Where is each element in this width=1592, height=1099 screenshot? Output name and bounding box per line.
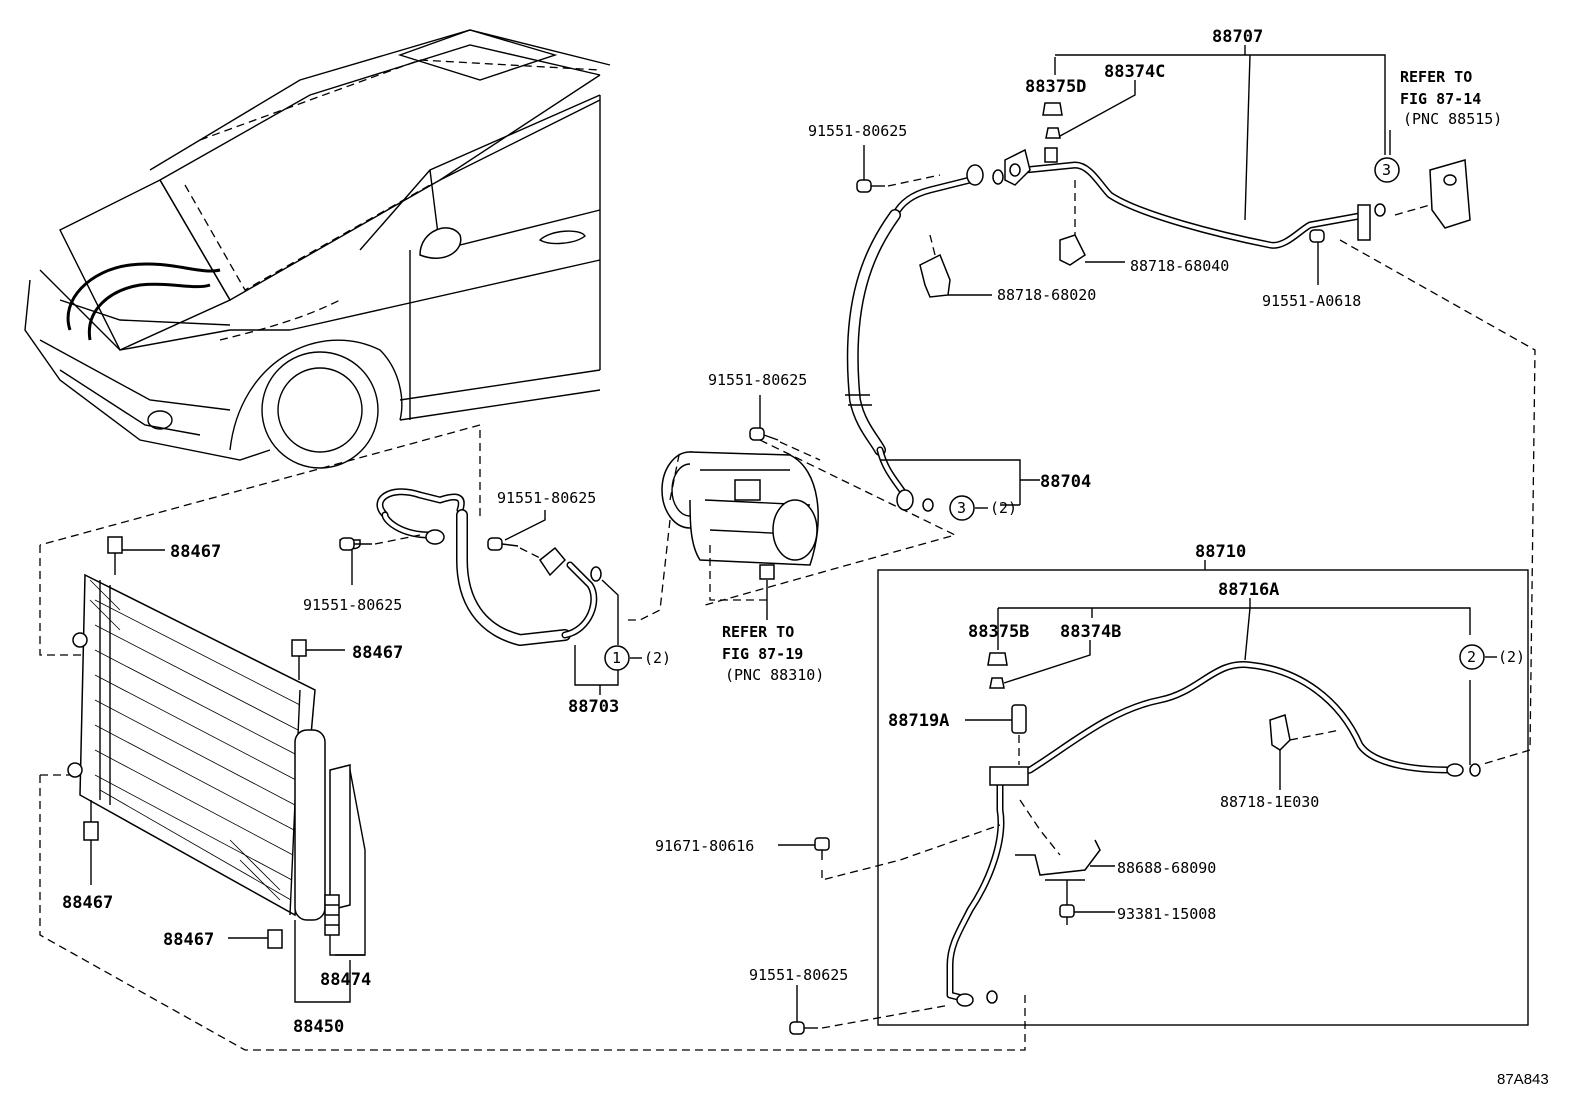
- drawing-code: 87A843: [1497, 1071, 1549, 1088]
- callout-3b-qty: (2): [990, 499, 1017, 517]
- callout-3a-number: 3: [1382, 161, 1391, 179]
- cooler-pipe-88707: [1004, 45, 1536, 766]
- label-91551-80625-hose: 91551-80625: [497, 489, 596, 507]
- label-88703: 88703: [568, 697, 619, 717]
- label-88688-68090: 88688-68090: [1117, 859, 1216, 877]
- label-88719A: 88719A: [888, 711, 949, 731]
- label-91551-A0618: 91551-A0618: [1262, 292, 1361, 310]
- callout-circle-2: [1459, 644, 1485, 670]
- callout-3b-number: 3: [957, 499, 966, 517]
- label-88710: 88710: [1195, 542, 1246, 562]
- label-88467-d: 88467: [163, 930, 214, 950]
- compressor-illustration: [625, 395, 957, 621]
- label-88374C: 88374C: [1104, 62, 1165, 82]
- label-88467-b: 88467: [352, 643, 403, 663]
- label-88716A: 88716A: [1218, 580, 1279, 600]
- label-91551-80625-mid: 91551-80625: [708, 371, 807, 389]
- label-88718-1E030: 88718-1E030: [1220, 793, 1319, 811]
- liquid-pipe-assembly-88710: [778, 560, 1529, 1035]
- refer-compressor-line3: (PNC 88310): [725, 666, 824, 684]
- refer-expansion-line3: (PNC 88515): [1403, 110, 1502, 128]
- callout-circle-1: [604, 645, 630, 671]
- label-93381-15008: 93381-15008: [1117, 905, 1216, 923]
- callout-1-qty: (2): [644, 649, 671, 667]
- label-91671-80616: 91671-80616: [655, 837, 754, 855]
- label-88718-68040: 88718-68040: [1130, 257, 1229, 275]
- label-88374B: 88374B: [1060, 622, 1121, 642]
- callout-1-number: 1: [612, 649, 621, 667]
- condenser-assembly: [39, 536, 1026, 1051]
- refer-expansion-line2: FIG 87-14: [1400, 90, 1481, 108]
- label-88467-a: 88467: [170, 542, 221, 562]
- label-91551-80625-left: 91551-80625: [303, 596, 402, 614]
- suction-hose-88704: [845, 145, 1040, 512]
- label-88375B: 88375B: [968, 622, 1029, 642]
- part-labels: 88707 88375D 88374C 91551-80625 88718-68…: [62, 27, 1549, 1088]
- callout-2-number: 2: [1467, 648, 1476, 666]
- callout-circle-3a: [1374, 157, 1400, 183]
- callout-2-qty: (2): [1498, 648, 1525, 666]
- label-88467-c: 88467: [62, 893, 113, 913]
- label-88450: 88450: [293, 1017, 344, 1037]
- label-91551-80625-top: 91551-80625: [808, 122, 907, 140]
- label-91551-80625-bottom: 91551-80625: [749, 966, 848, 984]
- label-88474: 88474: [320, 970, 371, 990]
- label-88704: 88704: [1040, 472, 1091, 492]
- label-88707: 88707: [1212, 27, 1263, 47]
- callout-circle-3b: [949, 495, 975, 521]
- label-88718-68020: 88718-68020: [997, 286, 1096, 304]
- refer-expansion-line1: REFER TO: [1400, 68, 1472, 86]
- label-88375D: 88375D: [1025, 77, 1086, 97]
- refer-compressor-line1: REFER TO: [722, 623, 794, 641]
- vehicle-illustration: [24, 29, 611, 546]
- refer-compressor-line2: FIG 87-19: [722, 645, 803, 663]
- discharge-hose-88703: [339, 488, 619, 695]
